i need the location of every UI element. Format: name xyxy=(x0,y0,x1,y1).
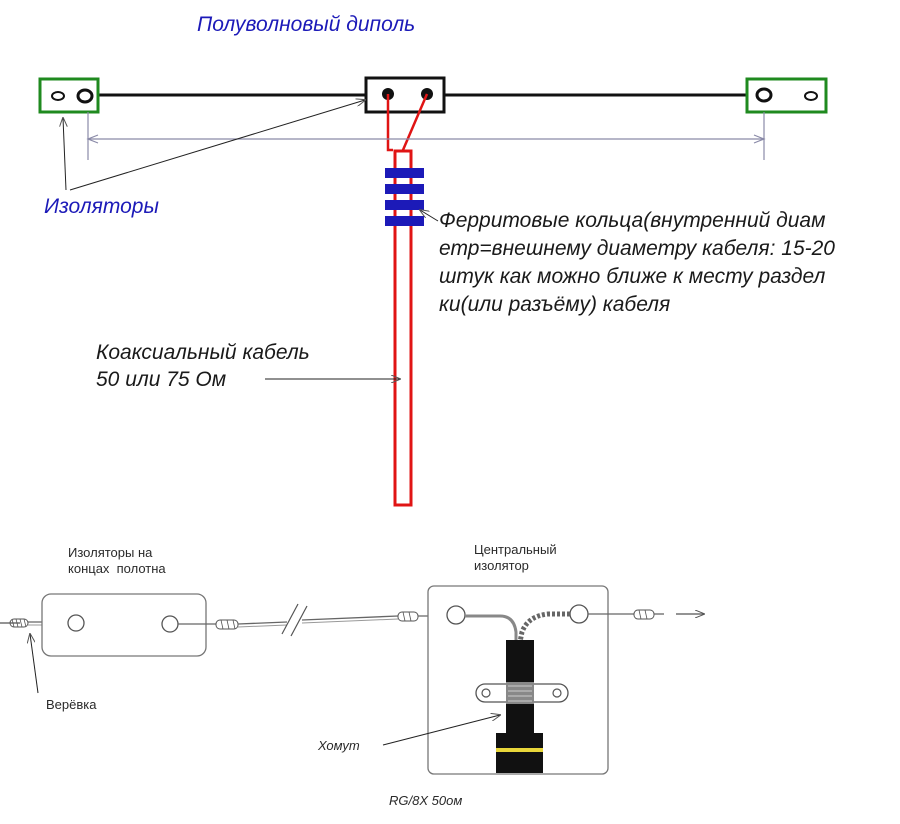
wire-crimp-strand xyxy=(402,611,406,622)
wire-crimp xyxy=(633,609,655,620)
cable-type-label: RG/8X 50ом xyxy=(389,793,463,808)
left-end-insulator xyxy=(38,77,100,114)
ferrite-ring xyxy=(385,216,424,226)
antenna-wire xyxy=(301,615,399,621)
braid-wire xyxy=(517,611,570,643)
right-end-insulator xyxy=(745,77,828,114)
wire-crimp-strand xyxy=(226,619,230,630)
wire-crimp xyxy=(397,611,419,622)
ferrite-rings-note: Ферритовые кольца(внутренний диам етр=вн… xyxy=(439,209,835,316)
ferrite-rings xyxy=(385,168,424,226)
antenna-wire xyxy=(237,621,288,625)
central-insulator-label: Центральный изолятор xyxy=(474,542,557,573)
break-mark xyxy=(290,605,308,637)
wire-crimp-strand xyxy=(638,609,642,620)
insulator-pointer-left xyxy=(63,118,66,191)
feed-wire-left xyxy=(386,94,393,152)
insulator-pointer-center xyxy=(69,100,365,191)
feed-wire-right xyxy=(401,93,429,151)
rope-label: Верёвка xyxy=(46,697,97,712)
rope-pointer xyxy=(30,634,39,694)
wire-crimp-strand xyxy=(408,611,412,622)
center-insulator xyxy=(364,76,446,114)
rope xyxy=(0,618,29,628)
wire-crimp-strand xyxy=(232,619,236,630)
ferrite-pointer xyxy=(420,210,439,222)
ferrite-ring xyxy=(385,200,424,210)
clamp-pointer xyxy=(382,715,500,746)
length-dimension xyxy=(86,112,766,160)
clamp-label: Хомут xyxy=(318,738,360,753)
wire-crimp-strand xyxy=(220,619,224,630)
antenna-wire xyxy=(237,624,288,628)
center-conductor-wire xyxy=(465,614,518,642)
wire-crimp-strand xyxy=(644,609,648,620)
end-insulator-plate xyxy=(41,593,207,657)
break-mark xyxy=(281,603,299,635)
coax-cable xyxy=(393,149,413,507)
ferrite-ring xyxy=(385,184,424,194)
insulators-label: Изоляторы xyxy=(44,195,159,218)
coax-cable-label: Коаксиальный кабель 50 или 75 Ом xyxy=(96,341,310,391)
cable-clamp xyxy=(475,682,569,704)
antenna-wire xyxy=(301,618,399,624)
end-insulators-label: Изоляторы на концах полотна xyxy=(68,545,166,576)
coax-connector xyxy=(496,733,543,773)
ferrite-ring xyxy=(385,168,424,178)
diagram-title: Полуволновый диполь xyxy=(197,13,416,36)
